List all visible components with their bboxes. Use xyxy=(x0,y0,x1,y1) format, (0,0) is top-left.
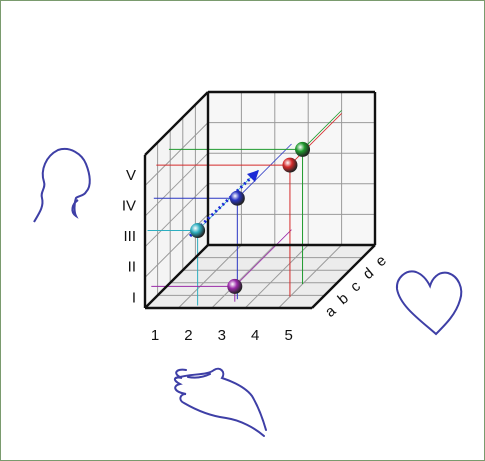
data-point xyxy=(190,223,205,238)
y-axis-label: IV xyxy=(122,197,136,214)
x-axis-label: 5 xyxy=(284,327,292,344)
x-axis-label: 4 xyxy=(251,327,259,344)
y-axis-label: I xyxy=(132,289,136,306)
data-point xyxy=(227,279,242,294)
x-axis-label: 1 xyxy=(151,327,159,344)
data-point xyxy=(230,191,245,206)
data-point xyxy=(282,158,297,173)
x-axis-label: 2 xyxy=(184,327,192,344)
y-axis-label: II xyxy=(128,259,136,276)
x-axis-label: 3 xyxy=(218,327,226,344)
y-axis-label: V xyxy=(126,167,136,184)
data-point xyxy=(295,142,310,157)
y-axis-label: III xyxy=(123,228,136,245)
